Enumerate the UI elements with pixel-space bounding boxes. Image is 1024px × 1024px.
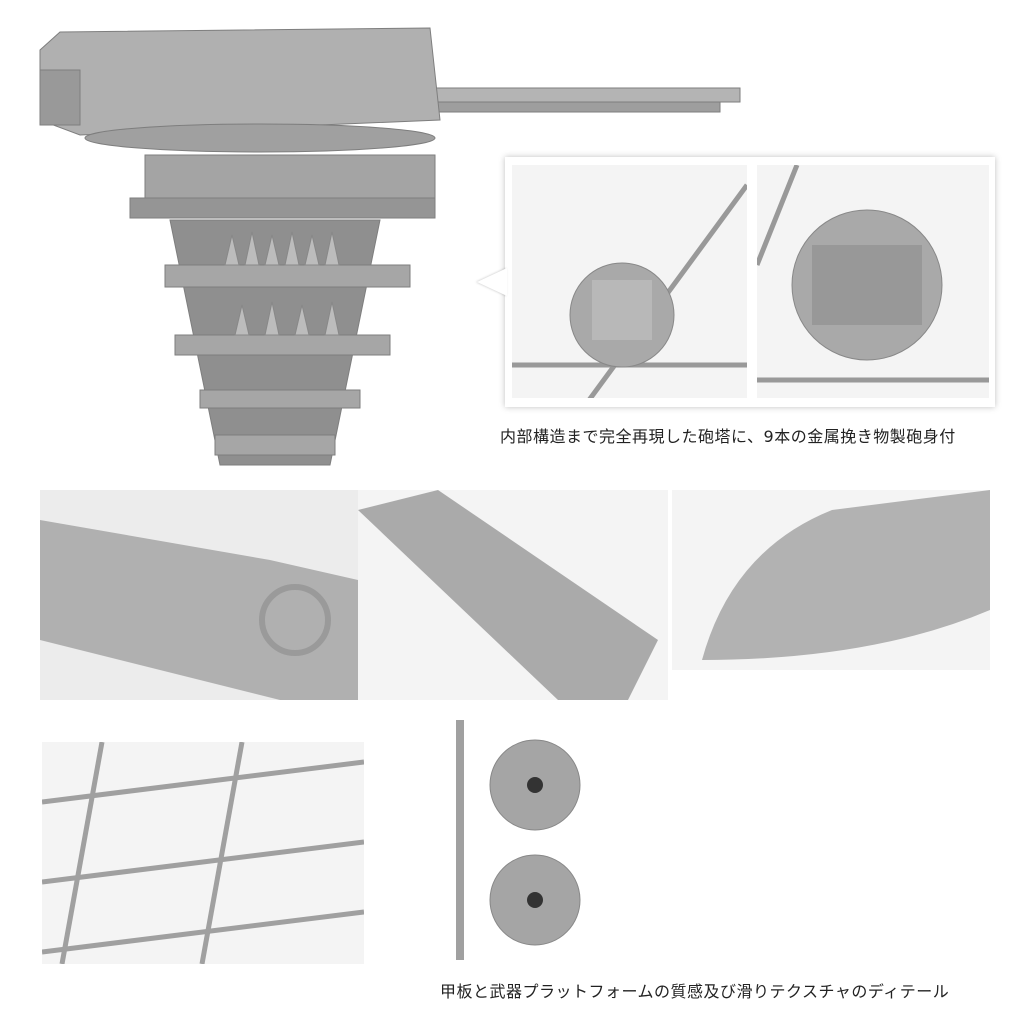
callout-pointer — [477, 268, 507, 296]
sprue-photo-turret-bottom — [757, 165, 989, 398]
deck-photo-3 — [672, 490, 990, 670]
turret-caption: 内部構造まで完全再現した砲塔に、9本の金属挽き物製砲身付 — [500, 427, 956, 446]
turret-render — [20, 10, 750, 470]
sprue-photo-small-parts — [42, 742, 364, 964]
deck-caption: 甲板と武器プラットフォームの質感及び滑りテクスチャのディテール — [440, 982, 950, 1001]
deck-photo-2 — [358, 490, 668, 700]
sprue-photo-turret-top — [512, 165, 747, 398]
deck-photo-1 — [40, 490, 358, 700]
sprue-photo-round-parts — [450, 720, 610, 960]
